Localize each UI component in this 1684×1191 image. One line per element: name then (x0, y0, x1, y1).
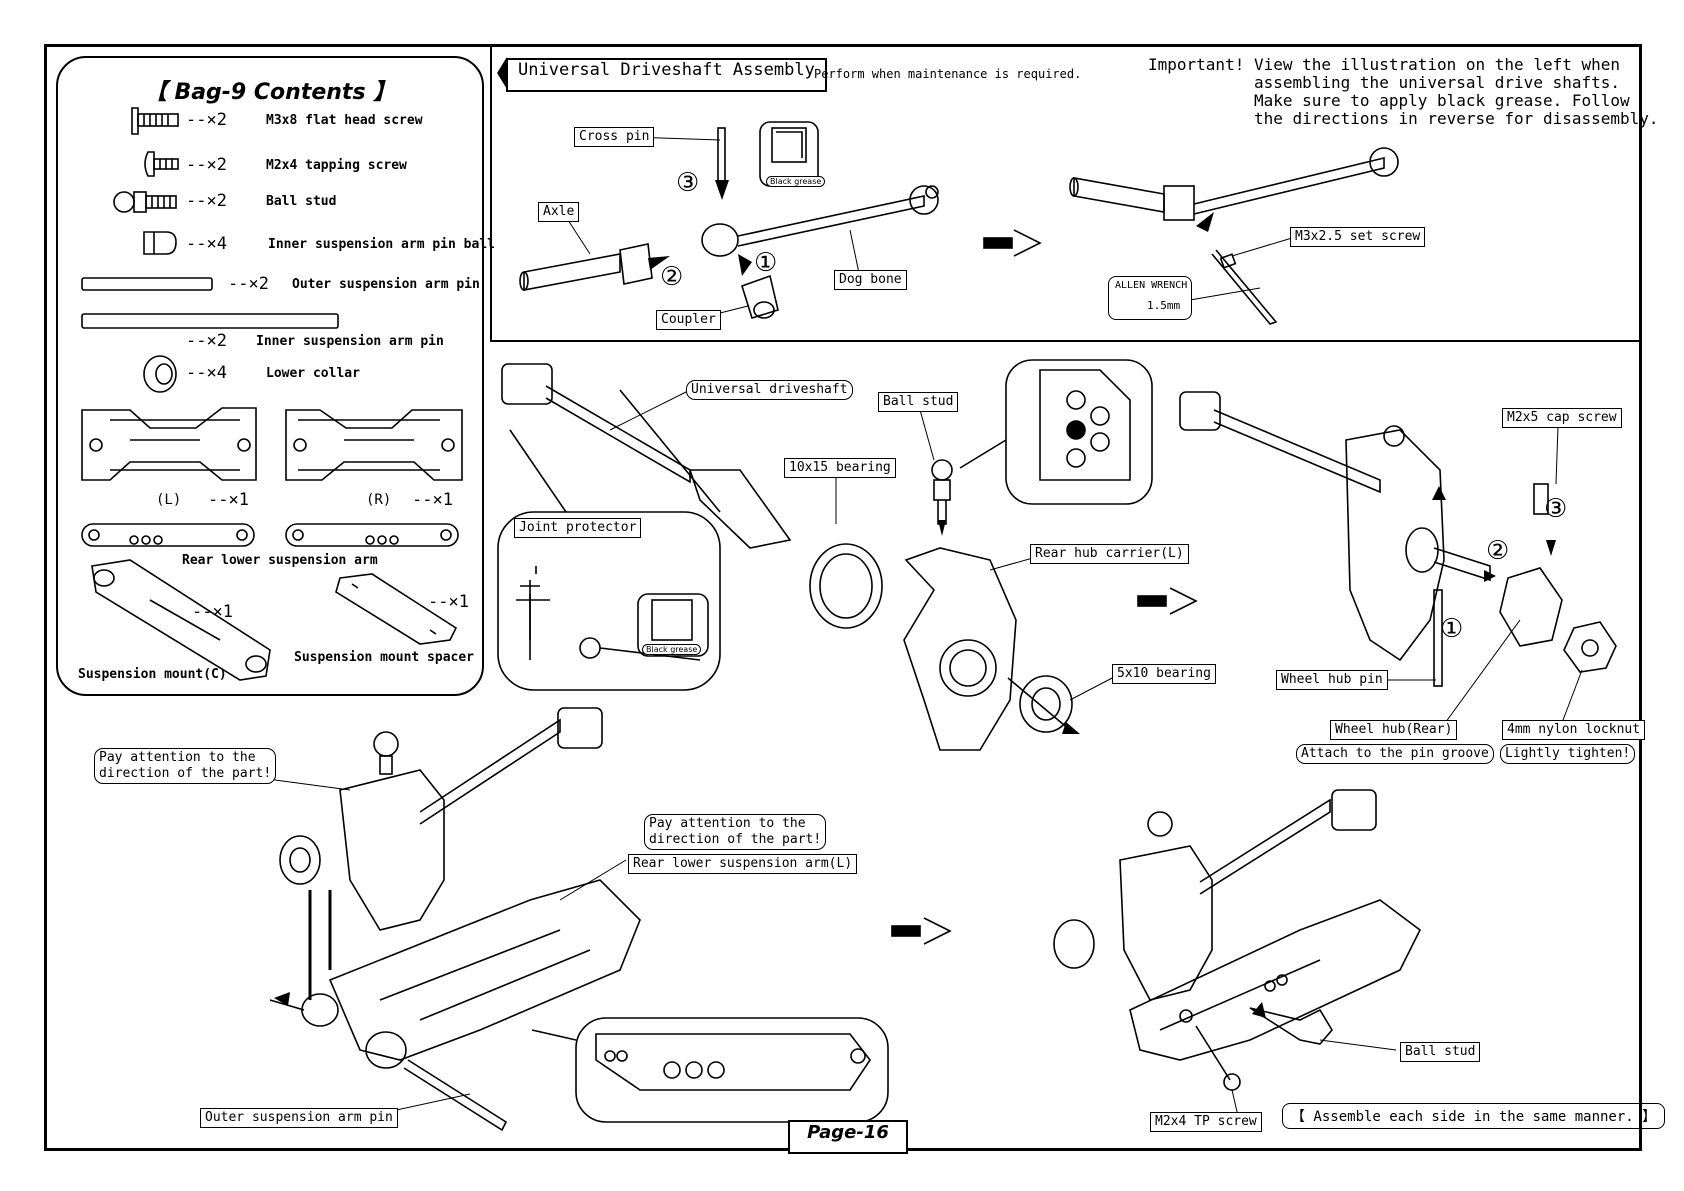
arm-name: Rear lower suspension arm (182, 553, 378, 568)
label-ball-stud: Ball stud (878, 392, 959, 412)
arm-left-side: (L) (156, 492, 182, 508)
lower-arm-left-link-icon (81, 523, 255, 547)
flat-head-screw-icon (131, 107, 179, 135)
label-attach-pin-groove: Attach to the pin groove (1296, 744, 1494, 764)
step-3-marker: ③ (676, 168, 700, 198)
allen-wrench-callout: ALLEN WRENCH 1.5mm (1108, 276, 1192, 320)
label-cross-pin: Cross pin (574, 127, 655, 147)
hub-step-2-marker: ② (1486, 536, 1510, 566)
assemble-each-side-note: 【 Assemble each side in the same manner.… (1282, 1103, 1666, 1129)
mount-name: Suspension mount(C) (78, 667, 227, 682)
mount-spacer-icon (335, 573, 458, 645)
suspension-mount-icon (91, 559, 271, 681)
lower-collar-icon (143, 355, 177, 393)
arm-right-side: (R) (366, 492, 392, 508)
label-wheel-hub-rear: Wheel hub(Rear) (1330, 720, 1458, 740)
label-lightly-tighten: Lightly tighten! (1500, 744, 1636, 764)
next-step-arrow-2 (1137, 587, 1198, 615)
hub-step-3-marker: ③ (1544, 494, 1568, 524)
bag-contents-panel: 【 Bag-9 Contents 】 (56, 56, 484, 696)
label-rear-lower-arm-l: Rear lower suspension arm(L) (628, 854, 858, 874)
hub-step-1-marker: ① (1440, 614, 1464, 644)
label-axle: Axle (538, 202, 580, 222)
page-number: Page-16 (788, 1120, 908, 1154)
label-m2x5-cap-screw: M2x5 cap screw (1502, 408, 1622, 428)
label-ball-stud-2: Ball stud (1400, 1042, 1481, 1062)
label-rear-hub-carrier: Rear hub carrier(L) (1030, 544, 1189, 564)
label-black-grease-2: Black grease (642, 644, 702, 655)
arm-left-icon (81, 407, 257, 481)
driveshaft-exploded-drawing (519, 127, 939, 319)
bag-title: 【 Bag-9 Contents 】 (144, 80, 396, 105)
arm-assembly-right-drawing (1053, 789, 1422, 1091)
arm-right-icon (285, 409, 463, 481)
tapping-screw-icon (144, 151, 179, 177)
label-pay-attention-1: Pay attention to the direction of the pa… (94, 748, 277, 784)
label-set-screw: M3x2.5 set screw (1290, 227, 1426, 247)
label-outer-arm-pin: Outer suspension arm pin (200, 1108, 398, 1128)
label-joint-protector: Joint protector (514, 518, 642, 538)
step-1-marker: ① (754, 248, 778, 278)
next-step-arrow-1 (983, 229, 1042, 257)
cross-pin-part (717, 127, 726, 185)
label-nylon-locknut: 4mm nylon locknut (1502, 720, 1646, 740)
step-2-marker: ② (660, 262, 684, 292)
label-coupler: Coupler (656, 310, 721, 330)
label-black-grease-1: Black grease (766, 176, 826, 187)
lower-arm-right-link-icon (285, 523, 459, 547)
arm-right-qty: --×1 (412, 490, 453, 510)
inner-arm-pin-icon (81, 313, 339, 329)
label-wheel-hub-pin: Wheel hub pin (1276, 670, 1388, 690)
ball-stud-icon (113, 191, 177, 213)
arm-assembly-left-drawing (269, 707, 641, 1132)
label-universal-driveshaft: Universal driveshaft (686, 380, 853, 400)
label-5x10-bearing: 5x10 bearing (1112, 664, 1216, 684)
divider-horizontal (490, 340, 1640, 342)
hub-carrier-exploded-drawing (501, 363, 1073, 751)
label-m2x4-tp-screw: M2x4 TP screw (1150, 1112, 1262, 1132)
next-step-arrow-3 (891, 917, 952, 945)
label-10x15-bearing: 10x15 bearing (784, 458, 896, 478)
arm-left-qty: --×1 (208, 490, 249, 510)
label-pay-attention-2: Pay attention to the direction of the pa… (644, 814, 827, 850)
wheel-hub-exploded-drawing (1179, 391, 1617, 687)
label-dog-bone: Dog bone (834, 270, 907, 290)
spacer-name: Suspension mount spacer (294, 650, 475, 665)
divider-vertical (490, 46, 492, 340)
important-note: Important! View the illustration on the … (1148, 55, 1659, 128)
driveshaft-assembled-drawing (1069, 147, 1399, 325)
mount-qty: --×1 (192, 602, 233, 622)
outer-arm-pin-icon (81, 277, 213, 291)
pin-ball-icon (143, 231, 177, 255)
spacer-qty: --×1 (428, 592, 469, 612)
maintenance-note: Perform when maintenance is required. (814, 67, 1082, 81)
